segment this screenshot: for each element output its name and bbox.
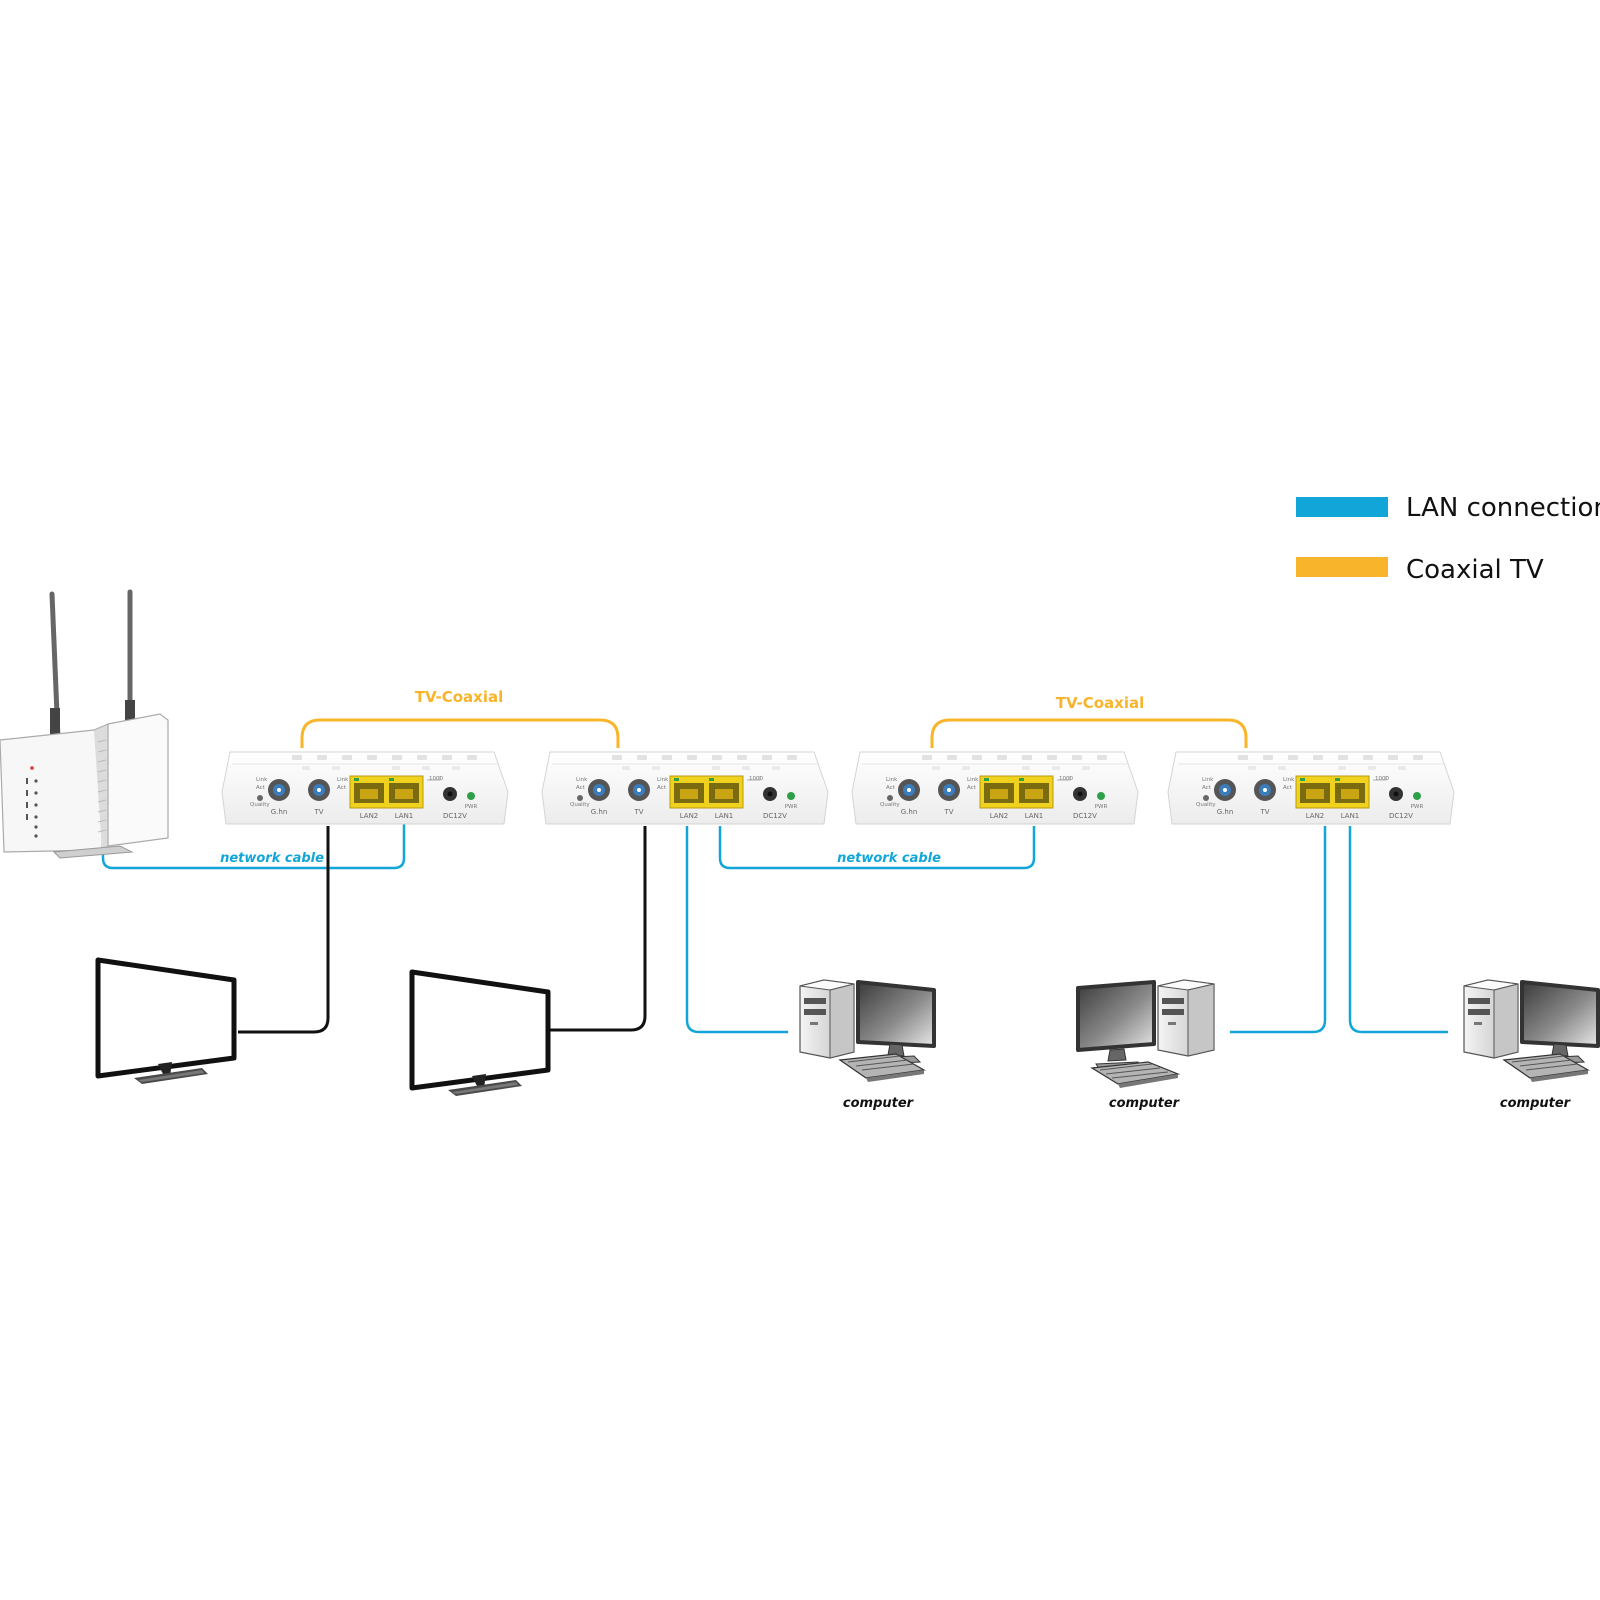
port-label-link: Link xyxy=(256,777,268,783)
desktop-computer-icon xyxy=(1462,978,1600,1084)
tv-2 xyxy=(412,972,548,1096)
port-label-lan2: LAN2 xyxy=(990,812,1009,820)
network-cable-label-2: network cable xyxy=(837,851,941,866)
port-label-quality: Quality xyxy=(880,802,900,808)
port-label-act-2: Act xyxy=(337,785,347,791)
port-label-dc12v: DC12V xyxy=(763,812,787,820)
lan-cables: network cable network cable xyxy=(101,822,1448,1034)
port-label-link-2: Link xyxy=(657,777,669,783)
port-label-link: Link xyxy=(1202,777,1214,783)
port-label-pwr: PWR xyxy=(465,804,478,810)
tv-cable-2 xyxy=(550,826,647,1032)
port-label-pwr: PWR xyxy=(785,804,798,810)
desktop-computer-icon xyxy=(1076,978,1216,1090)
port-label-tv: TV xyxy=(943,808,953,816)
port-label-link-2: Link xyxy=(337,777,349,783)
port-label-ghn: G.hn xyxy=(591,808,608,816)
port-label-link: Link xyxy=(576,777,588,783)
port-label-act: Act xyxy=(256,785,266,791)
legend-lan-label: LAN connection xyxy=(1406,493,1600,523)
port-label-dc12v: DC12V xyxy=(1389,812,1413,820)
port-label-tv: TV xyxy=(313,808,323,816)
port-label-lan1: LAN1 xyxy=(395,812,414,820)
tv-cable-1 xyxy=(238,826,330,1034)
computer-2-label: computer xyxy=(1109,1096,1181,1111)
coax-link-2 xyxy=(930,718,1248,748)
computer-3-label: computer xyxy=(1500,1096,1572,1111)
legend-lan-swatch xyxy=(1296,497,1388,517)
port-label-lan2: LAN2 xyxy=(1306,812,1325,820)
port-label-act: Act xyxy=(886,785,896,791)
adapter-3: Link Act Quality G.hn TV Link Act LAN2 L… xyxy=(851,751,1139,825)
port-label-1000: 1000 xyxy=(749,776,763,782)
port-label-1000: 1000 xyxy=(429,776,443,782)
computer-1 xyxy=(798,978,936,1084)
legend-coax-label: Coaxial TV xyxy=(1406,555,1544,585)
port-label-link-2: Link xyxy=(967,777,979,783)
coax-links: TV-Coaxial TV-Coaxial xyxy=(300,688,1248,748)
port-label-lan1: LAN1 xyxy=(715,812,734,820)
port-label-quality: Quality xyxy=(570,802,590,808)
port-label-ghn: G.hn xyxy=(901,808,918,816)
lan-cable-adapter4-computer3 xyxy=(1348,826,1448,1034)
port-label-quality: Quality xyxy=(1196,802,1216,808)
coax-link-1-label: TV-Coaxial xyxy=(415,688,504,706)
lan-cable-adapter4-computer2 xyxy=(1230,826,1327,1034)
lan-cable-router-adapter1 xyxy=(101,822,406,870)
port-label-act: Act xyxy=(1202,785,1212,791)
port-label-pwr: PWR xyxy=(1411,804,1424,810)
port-label-quality: Quality xyxy=(250,802,270,808)
adapter-1: Link Act Quality G.hn TV Link Act LAN2 L… xyxy=(221,751,509,825)
port-label-ghn: G.hn xyxy=(1217,808,1234,816)
port-label-link-2: Link xyxy=(1283,777,1295,783)
port-label-act: Act xyxy=(576,785,586,791)
port-label-act-2: Act xyxy=(657,785,667,791)
port-label-ghn: G.hn xyxy=(271,808,288,816)
port-label-lan2: LAN2 xyxy=(360,812,379,820)
port-label-link: Link xyxy=(886,777,898,783)
legend-coax-swatch xyxy=(1296,557,1388,577)
lan-cable-adapter2-adapter3 xyxy=(718,826,1036,870)
port-label-tv: TV xyxy=(633,808,643,816)
lan-cable-adapter2-computer1 xyxy=(685,826,788,1034)
legend: LAN connection Coaxial TV xyxy=(1296,493,1600,585)
coax-link-1 xyxy=(300,718,620,748)
tv-icon xyxy=(412,972,548,1096)
port-label-tv: TV xyxy=(1259,808,1269,816)
desktop-computer-icon xyxy=(798,978,936,1084)
port-label-lan2: LAN2 xyxy=(680,812,699,820)
tv-cables xyxy=(238,826,647,1034)
port-label-1000: 1000 xyxy=(1059,776,1073,782)
port-label-act-2: Act xyxy=(1283,785,1293,791)
port-label-dc12v: DC12V xyxy=(1073,812,1097,820)
network-cable-label-1: network cable xyxy=(220,851,324,866)
port-label-lan1: LAN1 xyxy=(1025,812,1044,820)
tv-1 xyxy=(98,960,234,1084)
computer-2 xyxy=(1076,978,1216,1090)
port-label-act-2: Act xyxy=(967,785,977,791)
port-label-1000: 1000 xyxy=(1375,776,1389,782)
computer-1-label: computer xyxy=(843,1096,915,1111)
coax-link-2-label: TV-Coaxial xyxy=(1056,694,1145,712)
computer-3 xyxy=(1462,978,1600,1084)
port-label-pwr: PWR xyxy=(1095,804,1108,810)
wifi-router-icon xyxy=(0,589,169,859)
adapter-4: Link Act Quality G.hn TV Link Act LAN2 L… xyxy=(1167,751,1455,825)
adapter-2: Link Act Quality G.hn TV Link Act LAN2 L… xyxy=(541,751,829,825)
port-label-dc12v: DC12V xyxy=(443,812,467,820)
port-label-lan1: LAN1 xyxy=(1341,812,1360,820)
tv-icon xyxy=(98,960,234,1084)
